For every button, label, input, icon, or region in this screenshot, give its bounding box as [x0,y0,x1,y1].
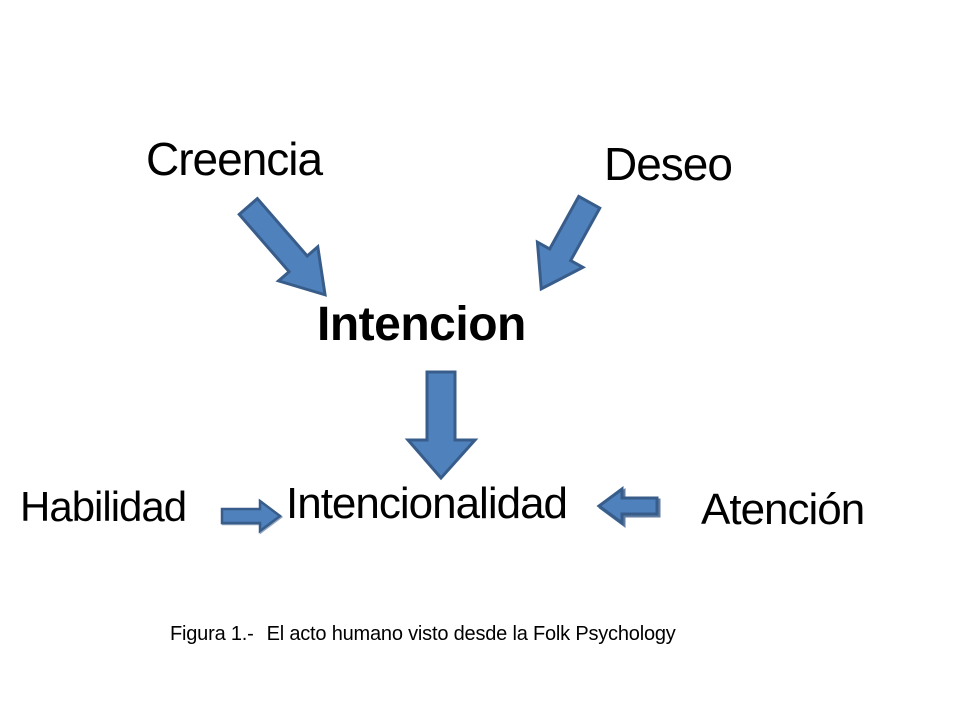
arrow-deseo-to-intencion-icon [535,194,602,292]
arrow-shape [404,370,479,481]
figure-caption-text: El acto humano visto desde la Folk Psych… [266,623,676,645]
arrow-shape [596,486,659,526]
node-label-intencion: Intencion [317,298,526,351]
node-label-atencion: Atención [701,485,865,534]
figure-caption-number: Figura 1.- [170,623,254,645]
arrow-shape [535,194,602,292]
arrow-habilidad-to-intencionalidad-icon [220,498,283,534]
arrow-creencia-to-intencion-icon [237,196,327,297]
arrow-shape [220,498,283,534]
node-label-creencia: Creencia [146,133,323,185]
arrow-shape [237,196,327,297]
node-label-intencionalidad: Intencionalidad [286,479,568,528]
arrow-intencion-to-intencionalidad-icon [404,370,479,481]
figure-caption: Figura 1.- El acto humano visto desde la … [170,623,676,646]
node-label-deseo: Deseo [604,138,733,190]
arrow-atencion-to-intencionalidad-icon [596,486,659,526]
node-label-habilidad: Habilidad [20,483,187,530]
